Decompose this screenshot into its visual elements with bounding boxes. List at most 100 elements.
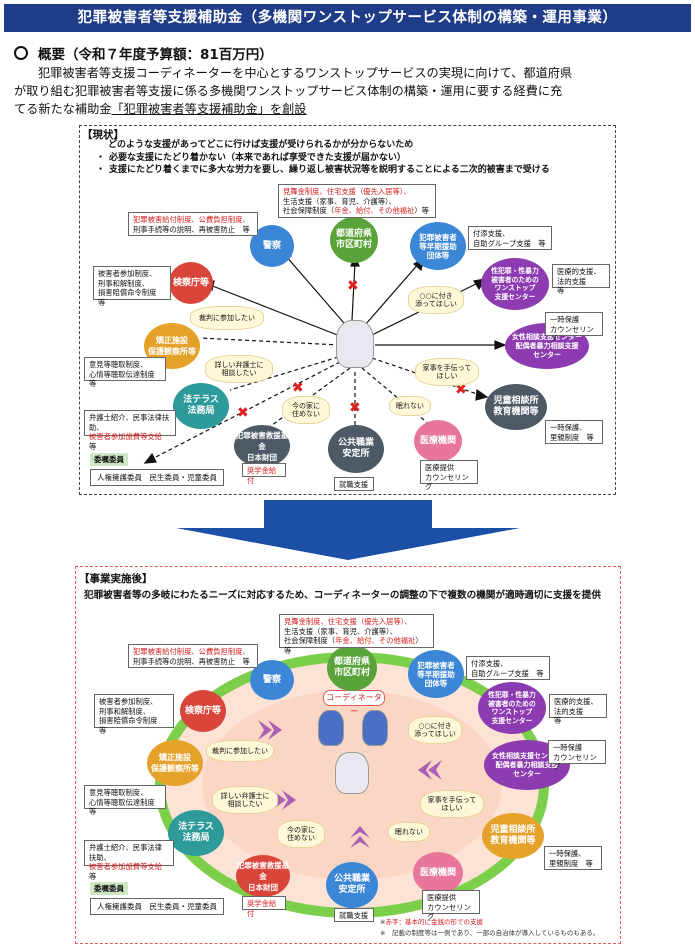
box-josei-services: 一時保護 カウンセリング — [548, 740, 606, 771]
box-municipality-line-1: 見舞金制度、住宅支援（優先入居等）、 — [283, 187, 411, 196]
current-problem: どのような支援があってどこに行けば支援が受けられるかが分からないため — [108, 140, 414, 150]
cloud-home: 今の家に 住めない — [282, 396, 330, 424]
node-iryo: 医療機関 — [413, 852, 463, 894]
box-municipality-line-3-end: ）等 — [414, 206, 429, 215]
box-prosecutor-services: 被害者参加制度、 刑事和解制度、 損害賠償命令制度 等 — [94, 694, 174, 735]
arrow-to-commission — [149, 361, 341, 461]
box-municipality-line-3: 社会保障制度（年金、給付、その他福祉）等 — [284, 636, 429, 655]
box-houterasu-line-2-red: 被害者参加旅費等支給 — [89, 862, 162, 871]
arrowhead-josei — [494, 340, 507, 350]
current-problem-list: どのような支援があってどこに行けば支援が受けられるかが分からないため 必要な支援… — [96, 139, 550, 177]
arrow-to-minkan — [364, 261, 421, 326]
node-jido: 児童相談所 教育機関等 — [485, 384, 547, 430]
chevron-icon — [350, 826, 370, 838]
node-municipality: 都道府県 市区町村 — [327, 645, 377, 691]
cross-icon: ✖ — [455, 382, 467, 398]
cross-icon: ✖ — [347, 278, 359, 294]
commission-tag: 委嘱委員 — [90, 453, 128, 466]
box-houterasu-line-2: 被害者参加旅費等支給 等 — [89, 862, 169, 881]
box-seihanzai-services: 医療的支援、 法的支援 等 — [549, 694, 607, 725]
cloud-sleep: 眠れない — [388, 822, 430, 842]
node-shokugyo: 公共職業 安定所 — [326, 862, 378, 908]
box-police-line-1: 犯罪被害給付制度、公費負担制度、 — [133, 647, 250, 656]
current-situation-panel — [79, 125, 616, 495]
box-municipality-line-3: 社会保障制度（年金、給付、その他福祉）等 — [283, 206, 431, 216]
box-shokugyo-services: 就職支援 — [334, 477, 374, 491]
box-police-services: 犯罪被害給付制度、公費負担制度、 刑事手続等の説明、再被害防止 等 — [128, 644, 258, 668]
overview-heading: 概要（令和７年度予算額：81百万円） — [14, 43, 273, 63]
cloud-housework: 家事を手伝って ほしい — [420, 790, 484, 818]
commission-tag: 委嘱委員 — [90, 882, 128, 895]
box-houterasu-line-1: 弁護士紹介、民事法律扶助、 — [89, 413, 170, 432]
node-seihanzai: 性犯罪・性暴力 被害者のための ワンストップ 支援センター — [478, 682, 546, 734]
box-police-line-1: 犯罪被害給付制度、公費負担制度、 — [133, 215, 250, 224]
arrow-to-correction — [199, 337, 341, 346]
node-seihanzai: 性犯罪・性暴力 被害者のための ワンストップ 支援センター — [481, 258, 549, 310]
box-iryo-services: 医療提供 カウンセリング — [420, 460, 478, 491]
box-municipality-services: 見舞金制度、住宅支援（優先入居等）、 生活支援（家事、育児、介護等）、 社会保障… — [278, 184, 436, 218]
overview-heading-text: 概要（令和７年度予算額：81百万円） — [38, 47, 273, 63]
arrowhead-jido — [475, 388, 489, 401]
node-nihon: 犯罪被害救援基金 日本財団 — [236, 855, 290, 897]
coordinator-person-icon — [318, 710, 344, 746]
victim-person-icon — [335, 752, 369, 794]
box-minkan-services: 付添支援、 自助グループ支援 等 — [466, 656, 550, 680]
note-red-legend: 赤字：基本的に金銭の形での支援 — [385, 918, 483, 926]
box-shokugyo-services: 就職支援 — [334, 908, 374, 922]
node-correction: 矯正施設 保護観察所等 — [147, 740, 203, 786]
box-police-services: 犯罪被害給付制度、公費負担制度、 刑事手続等の説明、再被害防止 等 — [128, 212, 258, 236]
box-josei-services: 一時保護 カウンセリング — [545, 312, 603, 343]
node-jido: 児童相談所 教育機関等 — [482, 813, 544, 859]
overview-line-3: てる新たな補助金「犯罪被害者等支援補助金」を創設 — [14, 100, 682, 118]
box-municipality-line-3-red: 年金、給付、その他福祉 — [334, 206, 415, 215]
box-seihanzai-services: 医療的支援、 法的支援 等 — [552, 264, 610, 295]
box-municipality-line-2: 生活支援（家事、育児、介護等）、 — [284, 626, 398, 636]
box-houterasu-services: 弁護士紹介、民事法律扶助、 被害者参加旅費等支給 等 — [84, 410, 176, 451]
cloud-housework: 家事を手伝って ほしい — [415, 358, 479, 386]
cloud-accompany: ○○に付き 添ってほしい — [408, 286, 464, 314]
box-iryo-services: 医療提供 カウンセリング — [422, 890, 480, 921]
cross-icon: ✖ — [292, 380, 304, 396]
node-minkan: 犯罪被害者 等早期援助 団体等 — [410, 222, 466, 270]
box-houterasu-line-2: 被害者参加旅費等支給 等 — [89, 432, 171, 451]
coordinator-person-icon — [362, 710, 388, 746]
victim-person-icon — [336, 320, 374, 368]
box-nihon-services: 奨学金給付 — [242, 463, 286, 485]
commission-row: 人権擁護委員 民生委員・児童委員 — [90, 898, 224, 915]
arrowhead-commission — [143, 452, 157, 464]
box-minkan-services: 付添支援、 自助グループ支援 等 — [468, 226, 552, 250]
box-municipality-services: 見舞金制度、住宅支援（優先入居等）、 生活支援（家事、育児、介護等）、 社会保障… — [279, 614, 434, 655]
node-houterasu: 法テラス 法務局 — [173, 383, 229, 429]
box-jido-services: 一時保護、 里親制度 等 — [545, 420, 603, 444]
note-examples: ※ 記載の制度等は一例であり、一部の自治体が導入しているものもある。 — [380, 929, 600, 937]
coordinator-label: コーディネーター — [323, 690, 385, 716]
chevron-icon — [258, 720, 272, 740]
commission-block-bottom: 委嘱委員 人権擁護委員 民生委員・児童委員 — [90, 882, 224, 915]
arrow-to-police — [284, 254, 351, 331]
box-municipality-line-3-text: 社会保障制度（ — [283, 206, 335, 215]
cloud-trial: 裁判に参加したい — [190, 306, 264, 330]
node-prosecutor: 検察庁等 — [169, 262, 213, 304]
node-houterasu: 法テラス 法務局 — [168, 810, 224, 856]
note-marker: ※ — [380, 918, 386, 926]
cross-icon: ✖ — [349, 400, 361, 416]
cloud-trial: 裁判に参加したい — [206, 740, 274, 762]
cloud-sleep: 眠れない — [389, 396, 431, 416]
box-houterasu-services: 弁護士紹介、民事法律扶助、 被害者参加旅費等支給 等 — [84, 840, 174, 881]
box-municipality-line-2: 生活支援（家事、育児、介護等）、 — [283, 196, 397, 206]
cloud-accompany: ○○に付き 添ってほしい — [408, 716, 462, 744]
box-jido-services: 一時保護、 里親制度 等 — [544, 846, 602, 870]
cloud-lawyer: 詳しい弁護士に 相談したい — [205, 355, 273, 383]
box-municipality-line-3-text: 社会保障制度（ — [284, 636, 336, 645]
page-title: 犯罪被害者等支援補助金（多機関ワンストップサービス体制の構築・運用事業） — [4, 4, 691, 32]
arrow-to-houterasu — [229, 354, 346, 391]
chevron-icon — [350, 836, 370, 848]
chevron-icon — [268, 720, 282, 740]
chevron-icon — [428, 760, 442, 780]
overview-line-1: 犯罪被害者等支援コーディネーターを中心とするワンストップサービスの実現に向けて、… — [38, 66, 573, 80]
overview-line-2: が取り組む犯罪被害者等支援に係る多機関ワンストップサービス体制の構築・運用に要す… — [14, 84, 563, 98]
current-label: 【現状】 — [82, 129, 124, 141]
node-shokugyo: 公共職業 安定所 — [328, 425, 384, 473]
